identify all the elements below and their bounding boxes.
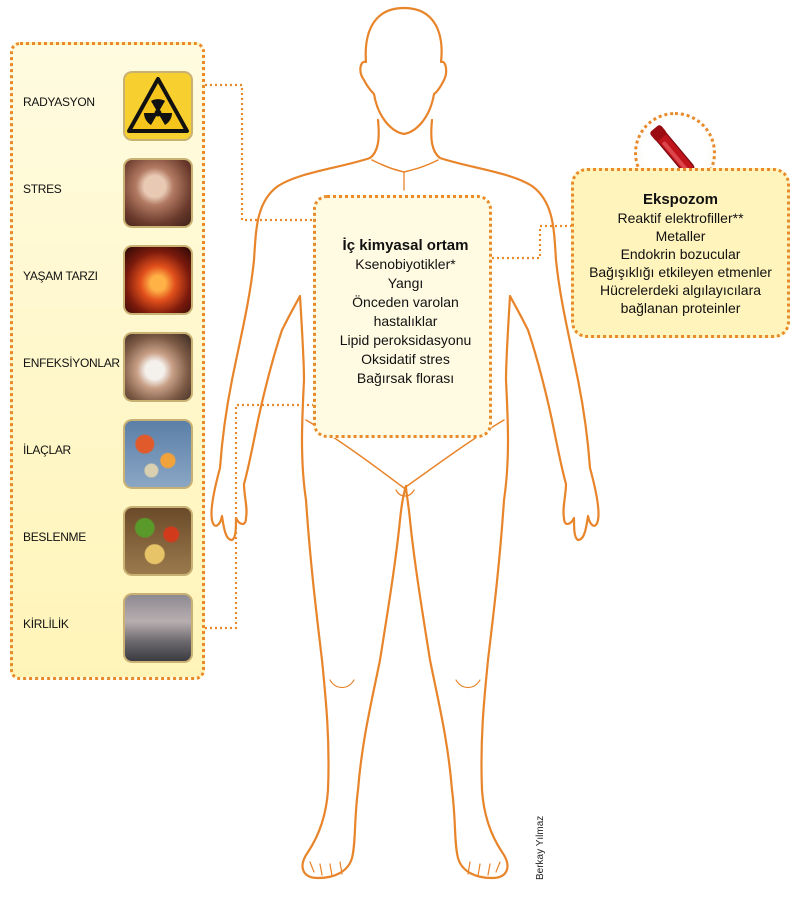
- environmental-factors-panel: RADYASYON STRES YAŞAM TARZI ENFEKSİYONLA…: [10, 42, 205, 680]
- internal-item: Lipid peroksidasyonu: [316, 331, 495, 350]
- internal-title: İç kimyasal ortam: [316, 236, 495, 255]
- factor-label: YAŞAM TARZI: [23, 269, 98, 283]
- internal-item: Ksenobiyotikler*: [316, 255, 495, 274]
- factor-label: BESLENME: [23, 530, 86, 544]
- factor-label: KİRLİLİK: [23, 617, 69, 631]
- factor-label: STRES: [23, 182, 62, 196]
- exposome-item: Metaller: [574, 227, 787, 245]
- food-photo: [123, 506, 193, 576]
- internal-item: Önceden varolan: [316, 293, 495, 312]
- exposome-item: Hücrelerdeki algılayıcılara: [574, 281, 787, 299]
- factor-label: RADYASYON: [23, 95, 95, 109]
- exposome-item: Bağışıklığı etkileyen etmenler: [574, 263, 787, 281]
- image-credit: Berkay Yılmaz: [535, 816, 546, 880]
- exposome-box: Ekspozom Reaktif elektrofiller** Metalle…: [571, 168, 790, 338]
- factor-label: ENFEKSİYONLAR: [23, 356, 120, 370]
- factor-radyasyon: RADYASYON: [13, 67, 203, 145]
- factor-kirlilik: KİRLİLİK: [13, 589, 203, 667]
- stressed-person-photo: [123, 158, 193, 228]
- exposome-item: Endokrin bozucular: [574, 245, 787, 263]
- factor-label: İLAÇLAR: [23, 443, 71, 457]
- factor-yasam-tarzi: YAŞAM TARZI: [13, 241, 203, 319]
- exposome-item: bağlanan proteinler: [574, 299, 787, 317]
- internal-item: Bağırsak florası: [316, 369, 495, 388]
- factor-enfeksiyonlar: ENFEKSİYONLAR: [13, 328, 203, 406]
- exposome-title: Ekspozom: [574, 191, 787, 209]
- factor-beslenme: BESLENME: [13, 502, 203, 580]
- factor-ilaclar: İLAÇLAR: [13, 415, 203, 493]
- factor-stres: STRES: [13, 154, 203, 232]
- internal-item: Yangı: [316, 274, 495, 293]
- exposome-item: Reaktif elektrofiller**: [574, 209, 787, 227]
- radiation-warning-icon: [123, 71, 193, 141]
- internal-chemical-environment-box: İç kimyasal ortam Ksenobiyotikler* Yangı…: [313, 195, 492, 438]
- internal-item: hastalıklar: [316, 312, 495, 331]
- lifestyle-fire-photo: [123, 245, 193, 315]
- internal-item: Oksidatif stres: [316, 350, 495, 369]
- pollution-photo: [123, 593, 193, 663]
- pills-photo: [123, 419, 193, 489]
- sneezing-person-photo: [123, 332, 193, 402]
